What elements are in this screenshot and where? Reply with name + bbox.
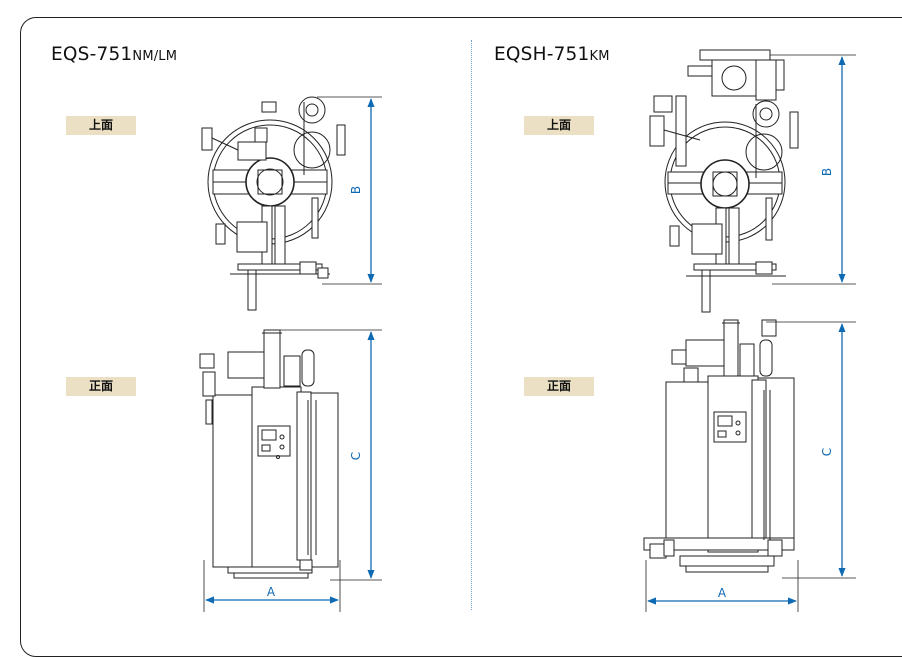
left-dimension-b	[317, 96, 382, 285]
left-dimension-a-label: A	[267, 585, 276, 599]
left-front-view-drawing	[199, 329, 339, 579]
left-dimension-a	[203, 560, 341, 612]
right-dimension-c-label: C	[820, 448, 834, 456]
front-view-label-left: 正面	[66, 377, 136, 396]
model-title-right: EQSH-751KM	[494, 44, 610, 65]
left-top-view-drawing	[201, 96, 346, 311]
boiler-drawings: B C	[199, 49, 856, 612]
left-dimension-b-label: B	[349, 186, 363, 194]
right-dimension-b-label: B	[820, 168, 834, 176]
right-front-view-drawing	[643, 319, 795, 573]
column-divider	[471, 40, 472, 610]
left-dimension-c-label: C	[349, 452, 363, 460]
front-view-label-right: 正面	[524, 377, 594, 396]
right-dimension-a-label: A	[718, 586, 727, 600]
top-view-label-right: 上面	[524, 116, 594, 135]
right-top-view-drawing	[649, 49, 799, 313]
model-title-left: EQS-751NM/LM	[51, 44, 178, 65]
left-dimension-c	[268, 329, 382, 581]
right-dimension-c	[766, 321, 856, 579]
top-view-label-left: 上面	[66, 116, 136, 135]
right-dimension-a	[645, 560, 799, 612]
right-dimension-b	[770, 54, 856, 285]
